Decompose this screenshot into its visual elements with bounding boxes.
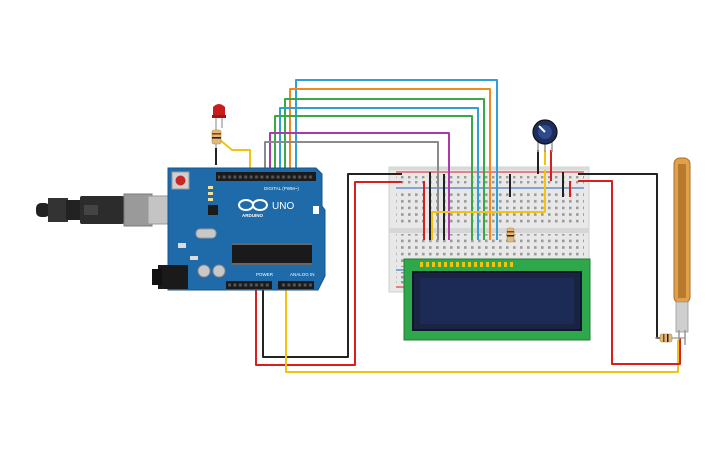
arduino-logo-text: ARDUINO: [242, 213, 263, 218]
digital-pwm-label: DIGITAL (PWM~): [264, 186, 299, 191]
flex-resistor: [655, 333, 685, 343]
wire-led-yellow: [219, 139, 251, 176]
lcd-screen: [420, 278, 574, 324]
wire-green-2: [274, 115, 473, 240]
arduino-uno-board: DIGITAL (PWM~) ARDUINO UNO POWER ANALOG …: [36, 167, 326, 291]
lcd-16x2: [403, 258, 591, 341]
wire-blue: [295, 79, 498, 240]
wire-a0-yellow: [285, 290, 679, 373]
power-label: POWER: [256, 272, 274, 277]
wire-flex-red: [578, 180, 681, 365]
usb-cable-icon: [36, 193, 171, 227]
wire-gnd-black: [262, 173, 402, 358]
wire-purple: [269, 132, 450, 240]
board-model-label: UNO: [272, 201, 294, 212]
wire-5v-red: [255, 181, 402, 366]
wire-gray: [264, 141, 439, 240]
reset-button[interactable]: [175, 175, 186, 186]
wire-green: [284, 98, 485, 240]
potentiometer-icon[interactable]: [532, 119, 558, 152]
breadboard-resistor: [506, 227, 515, 243]
flex-sensor-icon: [673, 157, 691, 345]
arduino-logo-icon: ARDUINO: [238, 199, 268, 218]
atmega-chip: [232, 244, 312, 264]
wire-flex-black: [578, 173, 672, 339]
red-led-icon: [212, 104, 226, 128]
lcd-pins: [420, 262, 513, 267]
led-resistor: [211, 128, 222, 165]
analog-in-label: ANALOG IN: [290, 272, 315, 277]
